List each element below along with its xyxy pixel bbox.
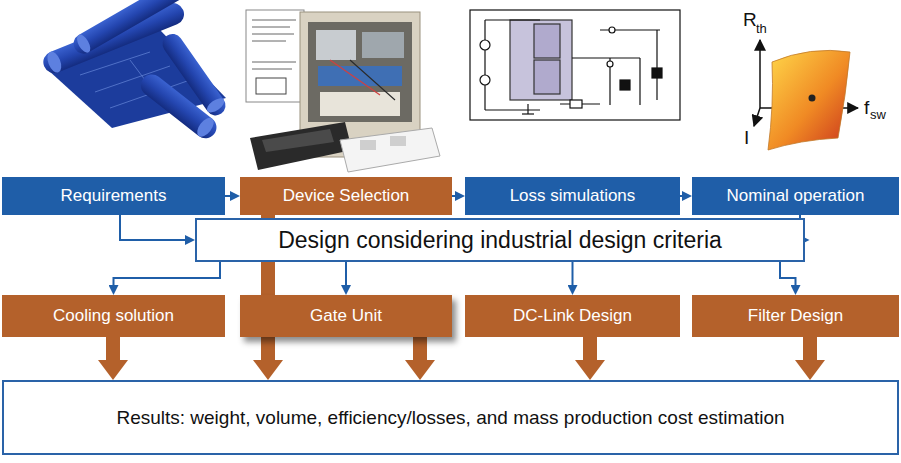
box-text: Loss simulations [510,186,636,206]
connector-arrow [680,195,683,197]
design-criteria-box: Design considering industrial design cri… [195,218,805,262]
axis-subscript: sw [870,108,886,121]
axis-subscript: th [756,22,767,35]
requirements-box: Requirements [2,177,225,215]
circuit-schematic [470,10,680,120]
box-text: DC-Link Design [513,306,632,326]
gate-unit-box: Gate Unit [240,295,452,337]
box-text: Requirements [61,186,167,206]
flow-arrow [803,337,817,361]
box-text: Gate Unit [310,306,382,326]
axis-label: f [864,98,869,117]
results-box: Results: weight, volume, efficiency/loss… [2,380,899,455]
box-text: Cooling solution [53,306,174,326]
loss-simulation-box: Loss simulations [465,177,680,215]
device-selection-box: Device Selection [240,177,452,215]
box-text: Device Selection [283,186,410,206]
connector-arrow [780,262,796,286]
dc-link-box: DC-Link Design [465,295,680,337]
flow-arrow [583,337,597,361]
surface-plot [754,40,858,150]
nominal-operation-box: Nominal operation [692,177,899,215]
connector-arrow [225,195,231,197]
connector-arrow [120,215,186,240]
box-text: Design considering industrial design cri… [278,227,722,254]
flow-arrow [413,337,427,361]
connector-arrow [452,195,456,197]
box-text: Filter Design [748,306,843,326]
cooling-box: Cooling solution [2,295,225,337]
box-text: Results: weight, volume, efficiency/loss… [116,407,784,429]
filter-box: Filter Design [692,295,899,337]
blueprint-rolls [40,0,229,143]
axis-label: R [743,10,757,29]
connector-arrow [114,262,221,286]
connector-arrow [345,262,347,286]
flow-arrow [106,337,120,361]
axis-label: I [744,128,749,147]
cabinet-photo [246,10,440,172]
connector-arrow [572,262,574,286]
box-text: Nominal operation [727,186,865,206]
